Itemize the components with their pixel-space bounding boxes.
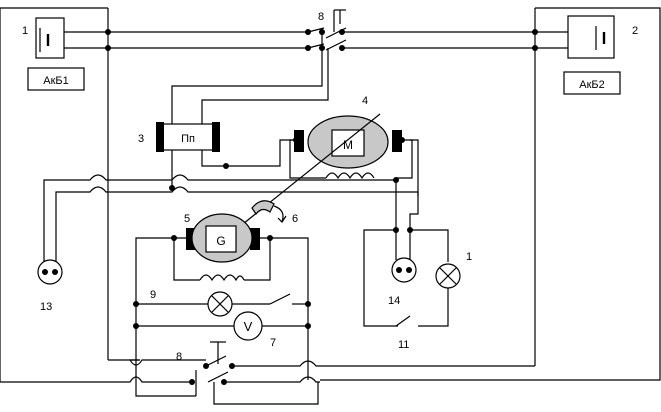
- motor-number: 4: [362, 95, 368, 107]
- lamp-right-number: 1: [466, 251, 472, 263]
- right-lower-circuit: 14 1 11: [364, 230, 472, 351]
- lamp-left: 9: [136, 289, 308, 316]
- socket-14-number: 14: [388, 295, 400, 307]
- battery-2-number: 2: [632, 25, 638, 37]
- voltmeter-letter: V: [244, 319, 253, 334]
- voltmeter: V 7: [136, 312, 308, 349]
- voltmeter-number: 7: [270, 337, 276, 349]
- top-switch: 8: [308, 10, 346, 51]
- socket-13-number: 13: [40, 301, 52, 313]
- battery-1-name: АкБ1: [43, 75, 69, 87]
- generator-letter: G: [216, 234, 225, 248]
- battery-2: АкБ2 2: [564, 16, 638, 94]
- socket-13: 13: [38, 260, 62, 313]
- outer-wiring: [0, 8, 660, 382]
- battery-2-name: АкБ2: [579, 79, 605, 91]
- lamp-left-number: 9: [150, 289, 156, 301]
- top-buses: [64, 29, 568, 51]
- battery-1-number: 1: [22, 25, 28, 37]
- battery-1: АкБ1 1: [22, 18, 84, 90]
- switch-11-number: 11: [398, 339, 409, 351]
- relay-name: Пп: [181, 133, 195, 145]
- coupling: 6: [252, 201, 298, 225]
- coupling-number: 6: [292, 213, 298, 225]
- bottom-switch-number: 8: [176, 351, 182, 363]
- bottom-switch: 8: [110, 342, 320, 404]
- relay-feed: [172, 32, 328, 124]
- generator: G 5: [171, 213, 273, 280]
- top-switch-number: 8: [318, 11, 324, 23]
- relay-number: 3: [138, 133, 144, 145]
- generator-number: 5: [184, 213, 190, 225]
